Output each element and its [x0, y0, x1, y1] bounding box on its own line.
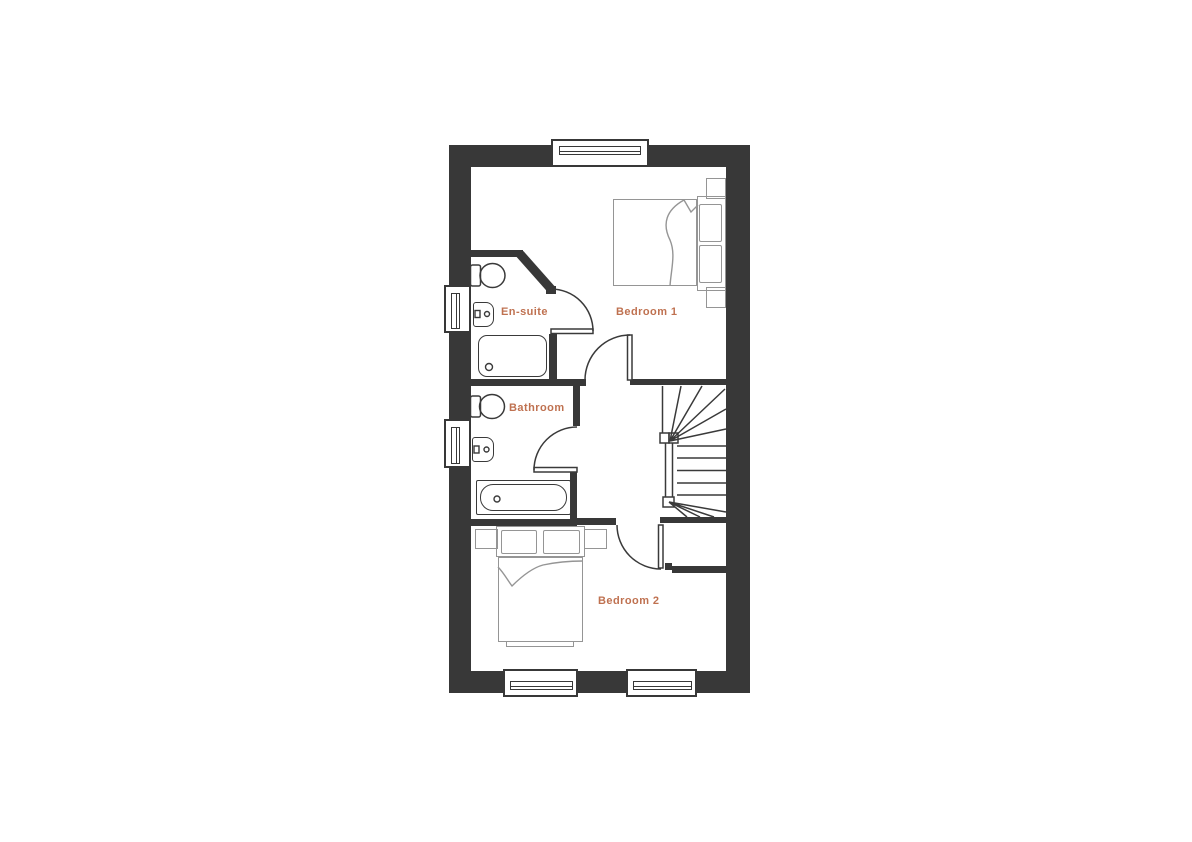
window-glazing: [451, 427, 460, 464]
window-glazing: [633, 681, 692, 690]
window-glazing: [559, 146, 641, 155]
bedroom1-south-wall: [630, 379, 726, 385]
understairs-wall: [660, 517, 726, 523]
bathroom-door-arc: [533, 426, 578, 471]
ensuite-north-wall: [471, 250, 523, 257]
ensuite-door-leaf: [550, 328, 594, 335]
ensuite-window: [444, 285, 471, 333]
bedroom2-bedside-table-left: [475, 529, 498, 549]
exterior-wall-left-1: [449, 145, 471, 287]
bedroom1-door-jamb: [582, 379, 586, 386]
ensuite-east-wall: [549, 334, 557, 380]
bedroom2-window-left: [503, 669, 578, 697]
bathroom-window: [444, 419, 471, 468]
stair-railing: [664, 443, 674, 497]
stair-treads: [677, 445, 726, 496]
shower-icon: [478, 335, 547, 377]
window-glazing: [451, 293, 460, 329]
bedroom1-pillow-2: [699, 245, 722, 283]
newel-post-top-2: [668, 432, 679, 444]
ensuite-basin-icon: [473, 302, 494, 327]
bath-tub-inner: [480, 484, 567, 511]
bathroom-south-wall: [471, 519, 577, 526]
bedroom1-bedside-table-bottom: [706, 287, 726, 308]
bedroom2-door-arc: [616, 524, 662, 570]
exterior-wall-right: [726, 145, 750, 693]
stair-winders-bottom: [668, 501, 727, 518]
bath-icon: [476, 480, 571, 515]
bedroom2-pillow-1: [501, 530, 537, 554]
bedroom2-pillow-2: [543, 530, 580, 554]
bedroom1-bedside-table-top: [706, 178, 726, 199]
room-label-bathroom: Bathroom: [509, 402, 565, 414]
exterior-wall-bottom-2: [576, 671, 629, 693]
bathroom-east-wall-lower: [570, 470, 577, 519]
bedroom1-door-arc: [584, 334, 631, 381]
bedroom1-double-bed-icon: [613, 199, 697, 286]
ensuite-toilet-bowl: [479, 262, 506, 289]
ensuite-diagonal-wall: [516, 251, 555, 292]
bathroom-basin-icon: [472, 437, 494, 462]
ensuite-door-arc: [550, 288, 594, 332]
bathroom-toilet-bowl: [478, 393, 506, 420]
bedroom2-double-bed-icon: [498, 557, 583, 642]
staircase-icon: [659, 385, 727, 518]
room-label-bedroom2: Bedroom 2: [598, 595, 660, 607]
bedroom2-window-right: [626, 669, 697, 697]
exterior-wall-top-left: [449, 145, 553, 167]
bedroom2-closet-wall: [672, 566, 726, 573]
bedroom2-foot-rail: [506, 641, 574, 647]
bedroom2-door-leaf: [657, 524, 664, 569]
exterior-wall-left-2: [449, 332, 471, 421]
bedroom1-pillow-1: [699, 204, 722, 242]
bedroom1-headboard: [697, 196, 726, 291]
closet-wall-jamb: [665, 563, 672, 570]
ensuite-door-jamb: [546, 286, 556, 294]
ensuite-bathroom-divider-wall: [471, 379, 585, 386]
bedroom1-window: [551, 139, 649, 167]
window-glazing: [510, 681, 573, 690]
stair-winders-top: [669, 385, 727, 442]
bathroom-toilet-cistern: [469, 395, 482, 418]
bedroom1-door-leaf: [626, 334, 633, 381]
exterior-wall-top-right: [648, 145, 750, 167]
newel-post-bottom: [662, 496, 675, 508]
exterior-wall-left-3: [449, 467, 471, 693]
room-label-bedroom1: Bedroom 1: [616, 306, 678, 318]
newel-post-top: [659, 432, 670, 444]
bedroom2-bedside-table-right: [584, 529, 607, 549]
landing-south-wall: [577, 518, 616, 525]
bathroom-east-wall-upper: [573, 386, 580, 426]
room-label-ensuite: En-suite: [501, 306, 548, 318]
ensuite-toilet-cistern: [469, 264, 482, 287]
